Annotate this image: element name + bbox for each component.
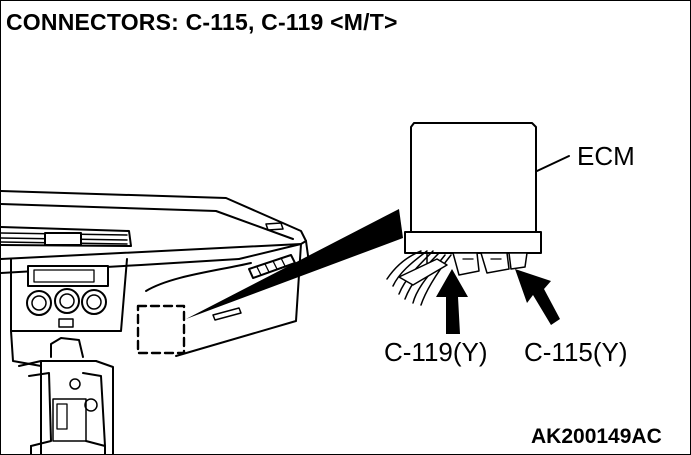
connector-arrows — [436, 269, 560, 334]
figure-reference-code: AK200149AC — [531, 425, 662, 448]
ecm-connectors — [386, 250, 528, 306]
c119-label: C-119(Y) — [384, 337, 488, 367]
zoom-callout — [186, 209, 403, 319]
ecm-unit — [404, 122, 570, 264]
dash-indicator — [265, 222, 284, 231]
center-console — [10, 258, 128, 332]
glove-box — [10, 243, 302, 367]
c115-label: C-115(Y) — [524, 337, 628, 367]
ecm-location-box — [136, 304, 186, 355]
center-vent — [1, 226, 132, 247]
c115-arrow — [515, 269, 560, 325]
shift-console — [18, 337, 114, 454]
diagram-title: CONNECTORS: C-115, C-119 <M/T> — [6, 9, 398, 35]
climate-knobs — [26, 288, 107, 328]
ecm-label: ECM — [577, 141, 635, 171]
c119-arrow — [436, 269, 468, 334]
